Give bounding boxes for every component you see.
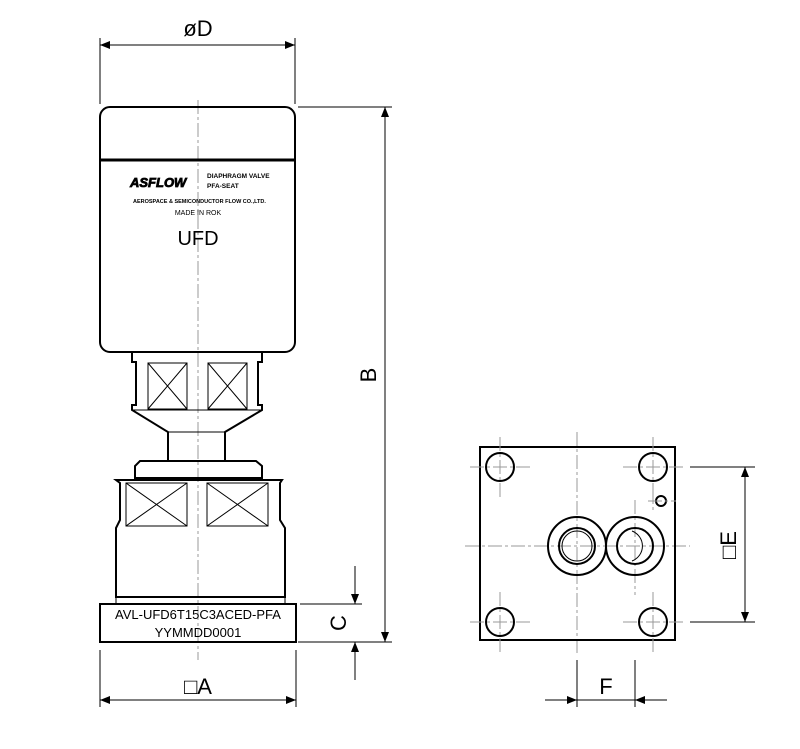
mounting-holes bbox=[470, 437, 683, 652]
upper-hex-flats bbox=[147, 362, 248, 410]
flange bbox=[134, 460, 263, 479]
bottom-view: □E F bbox=[465, 432, 755, 707]
upper-nut bbox=[131, 352, 263, 462]
dimension-e-label: □E bbox=[716, 531, 741, 559]
company-name: AEROSPACE & SEMICONDUCTOR FLOW CO.,LTD. bbox=[133, 199, 266, 205]
dimension-a-label: □A bbox=[184, 674, 212, 699]
actuator-cap bbox=[99, 106, 296, 353]
brand-logo: ASFLOW bbox=[129, 175, 188, 190]
nameplate: ASFLOW DIAPHRAGM VALVE PFA-SEAT AEROSPAC… bbox=[129, 173, 271, 250]
product-type: DIAPHRAGM VALVE bbox=[207, 173, 270, 180]
side-view: AVL-UFD6T15C3ACED-PFA YYMMDD0001 ASFLOW … bbox=[99, 16, 392, 707]
lower-hex-flats bbox=[125, 482, 269, 527]
model-label: UFD bbox=[177, 228, 218, 250]
part-number: AVL-UFD6T15C3ACED-PFA bbox=[115, 607, 281, 622]
lower-body bbox=[113, 479, 286, 598]
origin-label: MADE IN ROK bbox=[175, 210, 222, 217]
dimension-c-label: C bbox=[326, 615, 351, 631]
serial-number: YYMMDD0001 bbox=[155, 625, 242, 640]
seat-type: PFA-SEAT bbox=[207, 183, 239, 190]
dimension-f-label: F bbox=[599, 674, 612, 699]
dimension-b-label: B bbox=[356, 368, 381, 383]
outlet-port bbox=[605, 516, 665, 576]
dimension-d-label: øD bbox=[183, 16, 212, 41]
base-plate bbox=[99, 603, 297, 643]
base-square bbox=[479, 446, 676, 641]
